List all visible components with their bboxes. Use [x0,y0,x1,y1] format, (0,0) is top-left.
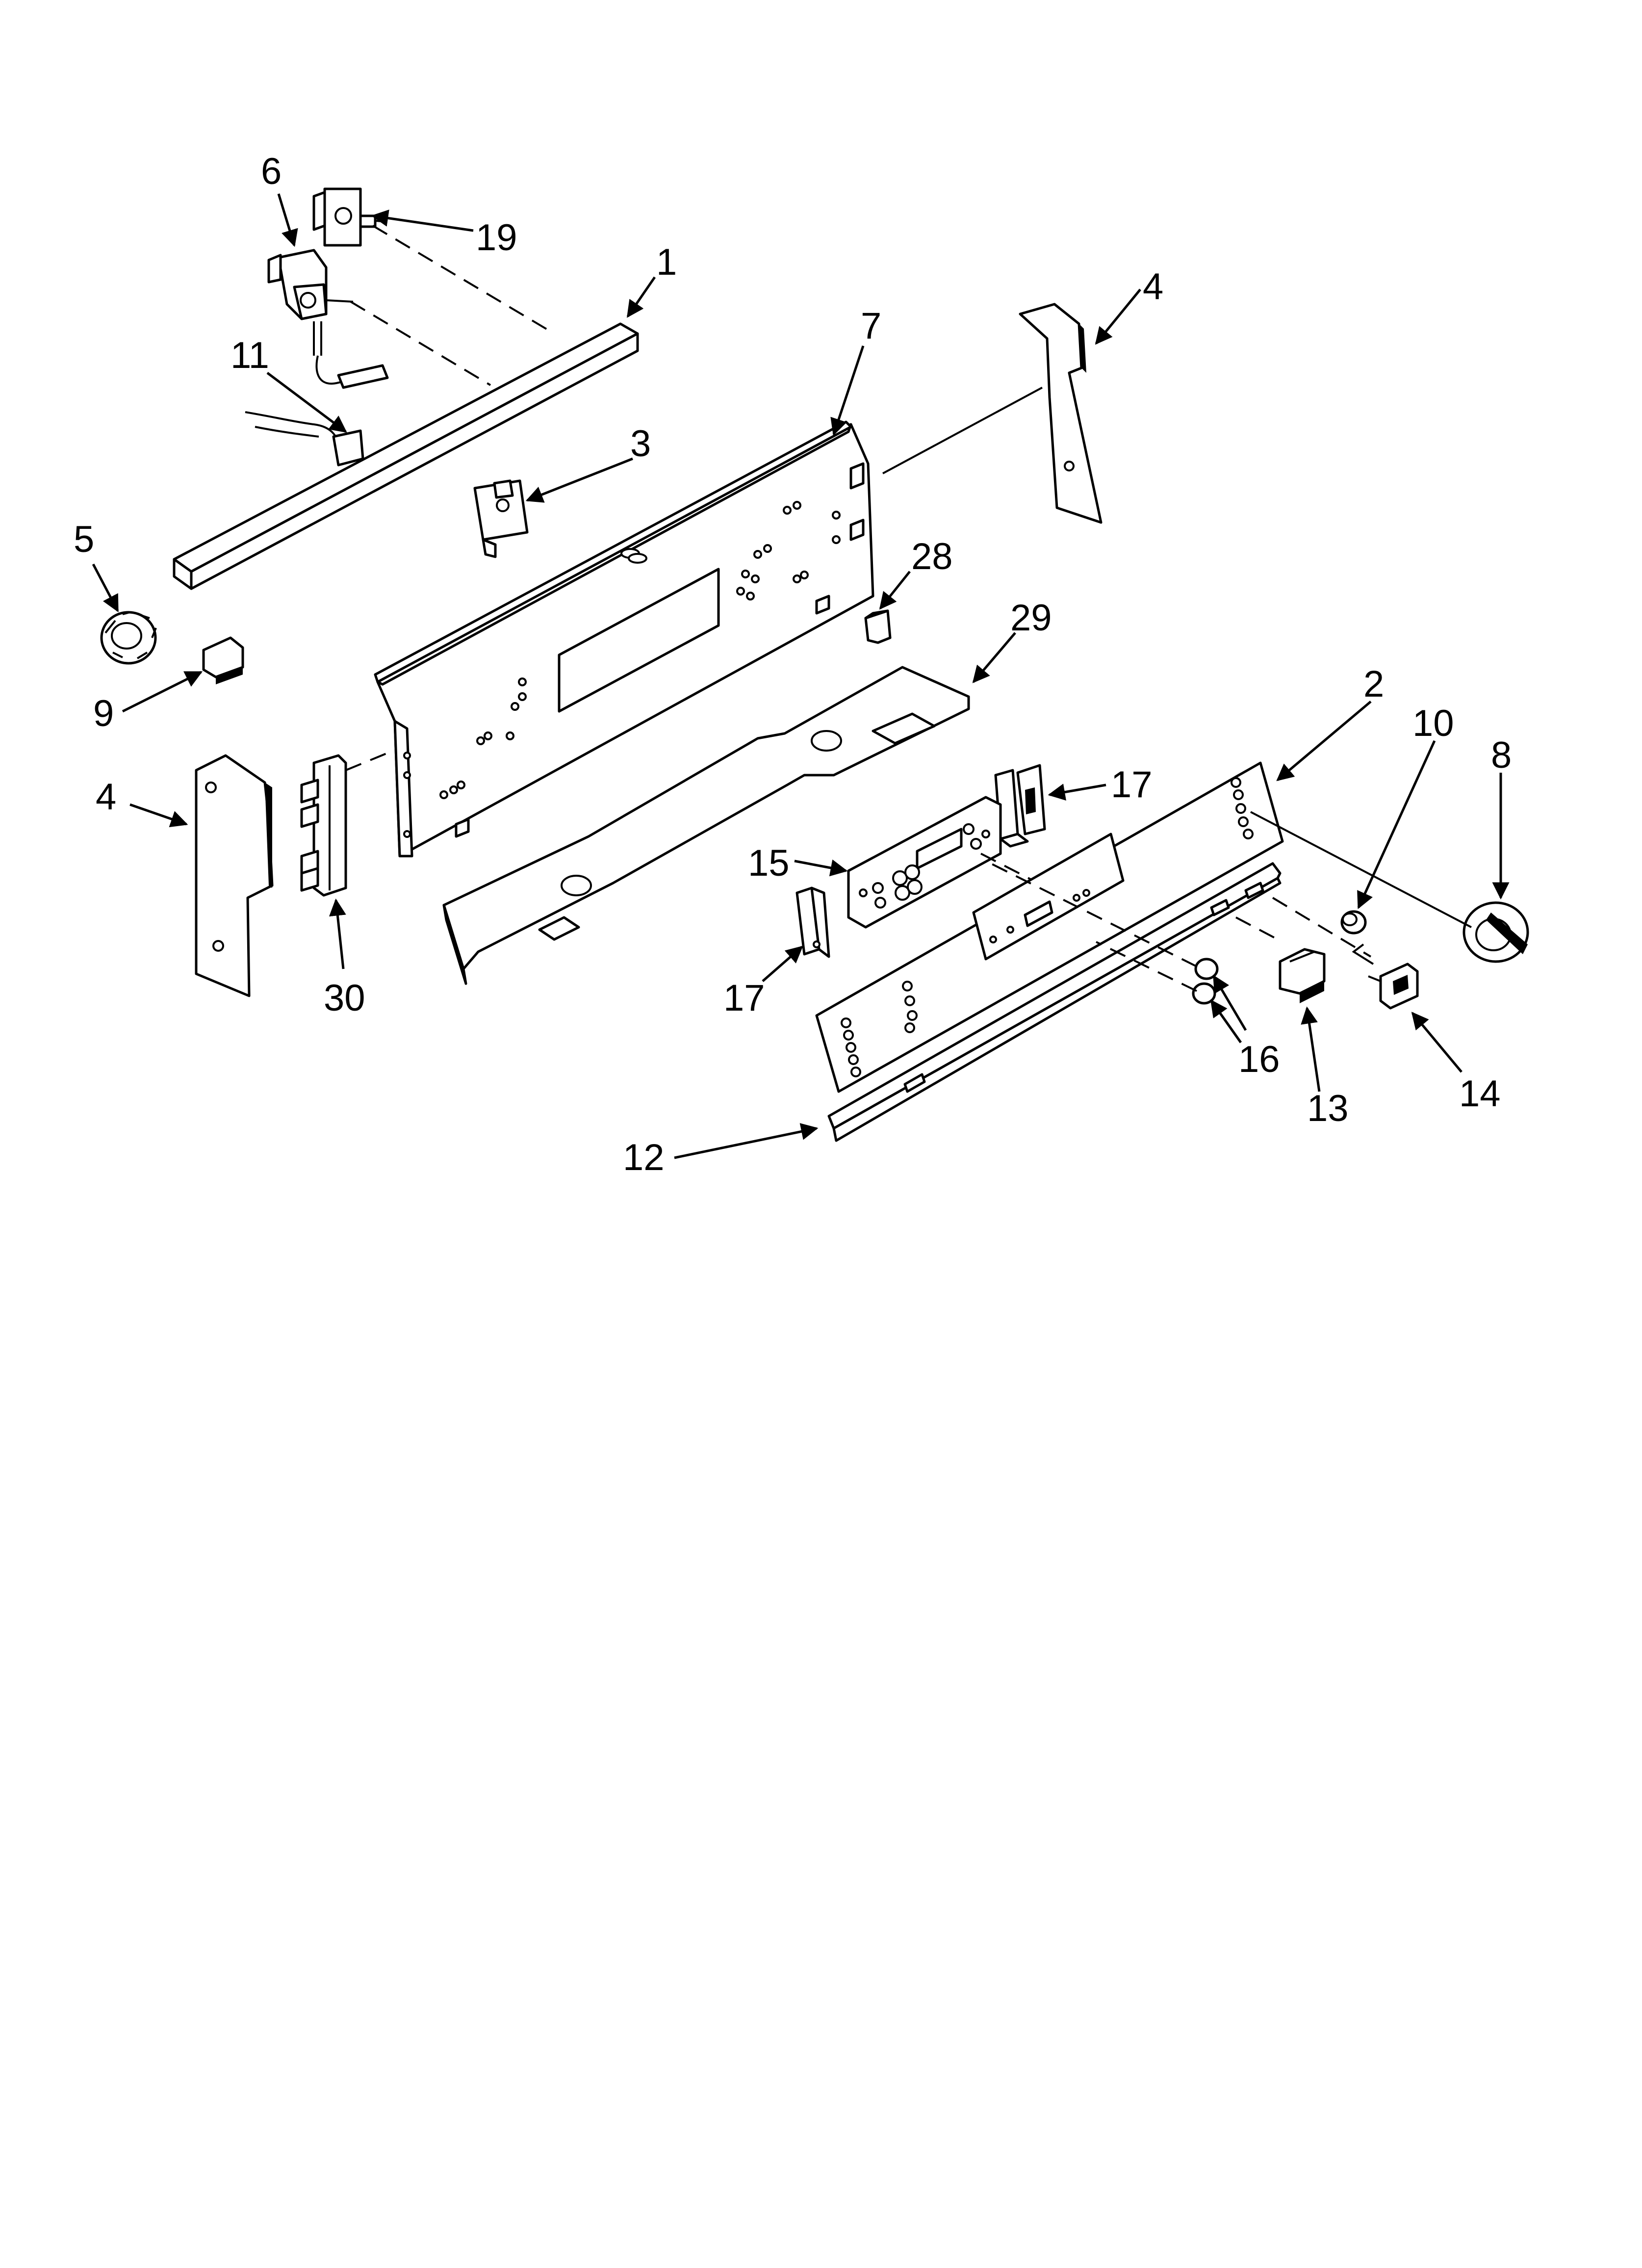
leader-29 [972,632,1016,683]
callout-12: 12 [623,1137,665,1178]
part-1-trim-bar [173,322,639,590]
callout-14: 14 [1459,1073,1501,1115]
dash-7-to-1 [350,301,491,386]
leader-7 [277,193,298,247]
part-29-lower-shield [442,666,970,985]
leader-10 [1357,740,1436,910]
callout-3: 3 [630,423,651,465]
callout-4a: 4 [96,776,116,818]
leader-4b [1095,288,1141,345]
part-17-bracket-upper [994,764,1046,848]
part-16-buttons [1192,958,1219,1005]
leader-4a [129,803,188,828]
callout-1: 1 [656,241,677,283]
leader-11 [266,372,347,433]
leader-30 [329,898,346,969]
callout-28: 28 [911,536,953,577]
callout-2: 2 [1363,663,1384,705]
dash-16-to-15 [985,860,1197,967]
leader-17a [1048,783,1106,801]
part-13-rocker-switch [1279,948,1326,1003]
callout-17b: 17 [723,977,765,1019]
part-2-control-panel-face [815,761,1284,1093]
dash-13-to-12 [1235,916,1283,943]
part-10-small-knob [1340,910,1367,935]
leader-28 [879,571,911,610]
dash-14-to-12 [1272,897,1372,958]
callout-19: 19 [476,217,517,259]
callout-8: 8 [1491,734,1512,776]
callout-9: 9 [93,693,114,734]
leader-15 [794,859,848,877]
part-6-control-frame [374,420,874,858]
line-6-to-4 [882,387,1043,474]
leader-2 [1276,701,1372,782]
callout-4b: 4 [1143,266,1163,308]
line-2-to-8 [1250,811,1472,928]
callout-15: 15 [748,842,790,884]
callout-7: 6 [261,151,282,192]
part-5-knob-skirt [100,611,157,665]
leader-19 [371,209,474,232]
leader-9 [122,671,203,713]
callout-13: 13 [1307,1088,1349,1129]
part-11-wire-harness [245,355,389,467]
leader-13 [1301,1006,1321,1092]
leader-16b [1210,999,1242,1043]
callout-10: 10 [1412,703,1454,744]
dash-30-to-6 [345,752,388,771]
leader-1 [626,276,656,318]
callout-29: 29 [1010,597,1052,639]
callout-11: 11 [231,335,269,376]
leader-17b [762,945,803,982]
leader-12 [674,1123,819,1159]
part-8-control-knob [1462,901,1529,963]
leader-3 [525,457,633,503]
callout-6: 7 [861,305,881,347]
part-7-infinite-switch [267,249,354,356]
part-14-switch [1352,943,1419,1010]
callout-30: 30 [324,977,365,1019]
leader-5 [92,563,119,613]
part-4-end-cap-left [195,754,274,997]
part-12-lower-trim [827,862,1282,1142]
callout-16: 16 [1238,1039,1280,1080]
part-3-switch [473,479,529,558]
dash-19-to-1 [372,225,555,335]
dash-16b-to-2 [1096,941,1197,992]
callout-5: 5 [74,519,94,560]
part-30-connector-block [300,754,347,897]
part-15-control-board [847,796,1002,929]
leader-14 [1411,1012,1462,1073]
leader-6 [830,345,865,436]
part-9-clip [202,636,244,684]
part-17-bracket-lower [795,886,830,958]
leader-16a [1212,974,1247,1031]
part-28-bracket [864,609,892,644]
callout-17a: 17 [1111,764,1153,806]
part-4-end-cap-right [1019,303,1103,524]
